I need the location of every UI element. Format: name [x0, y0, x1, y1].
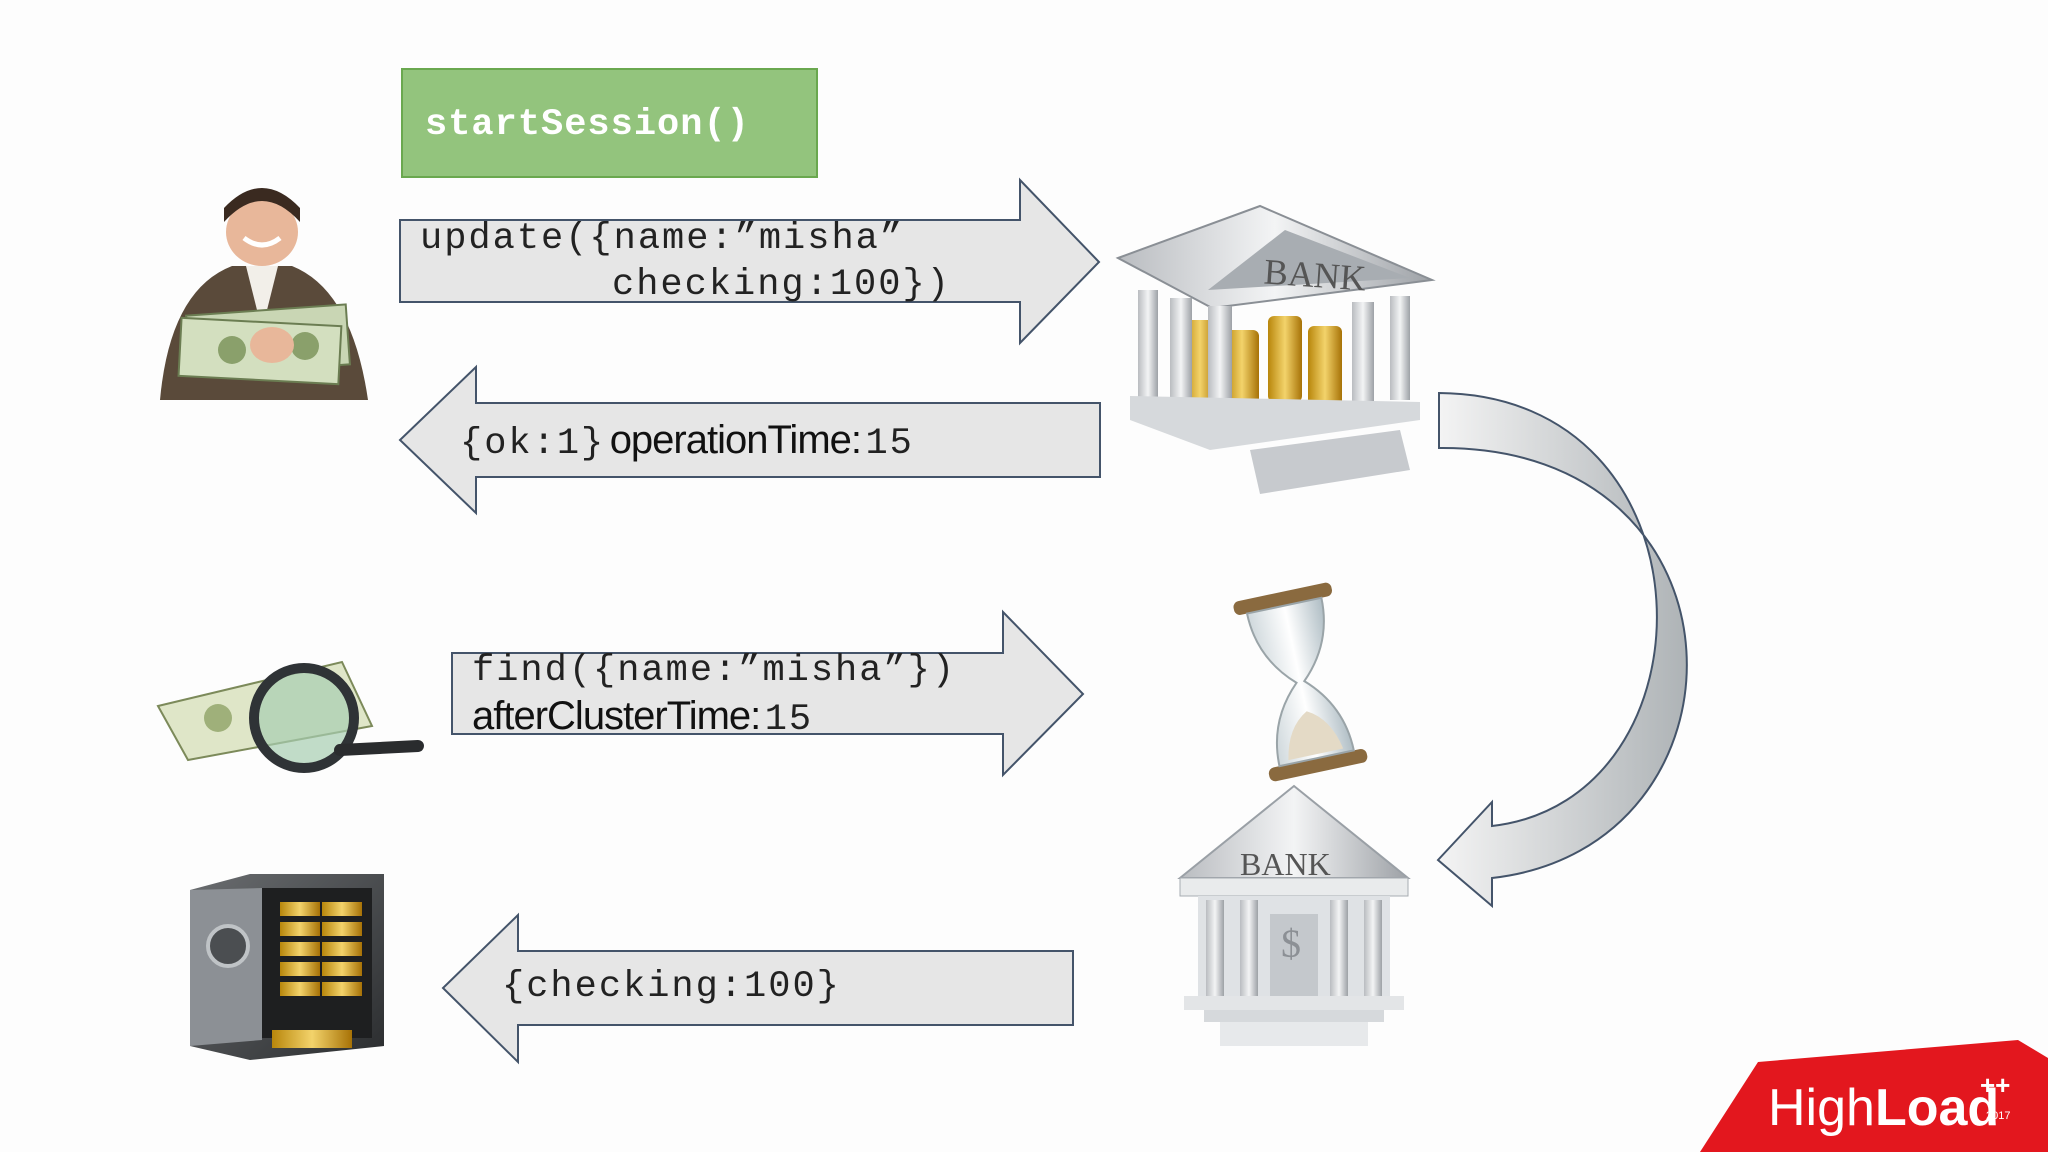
update-arrow	[399, 177, 1101, 346]
bank-bottom-label: BANK	[1240, 846, 1331, 882]
start-session-box: startSession()	[401, 68, 818, 178]
checking-arrow	[441, 912, 1074, 1065]
bank-secondary-illustration	[1177, 784, 1411, 1046]
checking-result-text: {checking:100}	[502, 966, 841, 1008]
bank-dollar-sign: $	[1281, 921, 1301, 966]
operation-time-value: 15	[865, 423, 914, 465]
person-money-illustration	[160, 188, 368, 400]
ok-arrow	[398, 364, 1101, 516]
replication-curved-arrow	[1436, 391, 1688, 909]
vault-illustration	[190, 874, 384, 1060]
bank-top-label: BANK	[1262, 251, 1368, 299]
after-cluster-time-value: 15	[764, 699, 814, 741]
update-line1: update({name:”misha”	[420, 218, 905, 260]
after-cluster-time-key: afterClusterTime:	[472, 694, 761, 738]
find-line1: find({name:”misha”})	[472, 650, 957, 692]
logo-year: 2017	[1986, 1110, 2011, 1122]
hourglass-icon	[1233, 582, 1368, 782]
operation-time-key: operationTime:	[609, 418, 862, 462]
after-cluster-time-row: afterClusterTime: 15	[472, 694, 813, 741]
ok-response-text: {ok:1} operationTime: 15	[460, 418, 914, 465]
logo-background	[1700, 1040, 2048, 1152]
start-session-label: startSession()	[425, 104, 750, 146]
update-line2: checking:100})	[612, 264, 951, 306]
find-arrow	[451, 609, 1085, 778]
highload-logo: HighLoad	[1768, 1078, 1999, 1138]
logo-part-load: Load	[1874, 1079, 2000, 1137]
logo-plus-plus: ++	[1980, 1070, 2011, 1100]
logo-part-high: High	[1768, 1079, 1875, 1137]
dollar-magnifier-illustration	[156, 660, 424, 773]
bank-primary-illustration	[1115, 204, 1436, 494]
ok-mono: {ok:1}	[460, 423, 606, 465]
